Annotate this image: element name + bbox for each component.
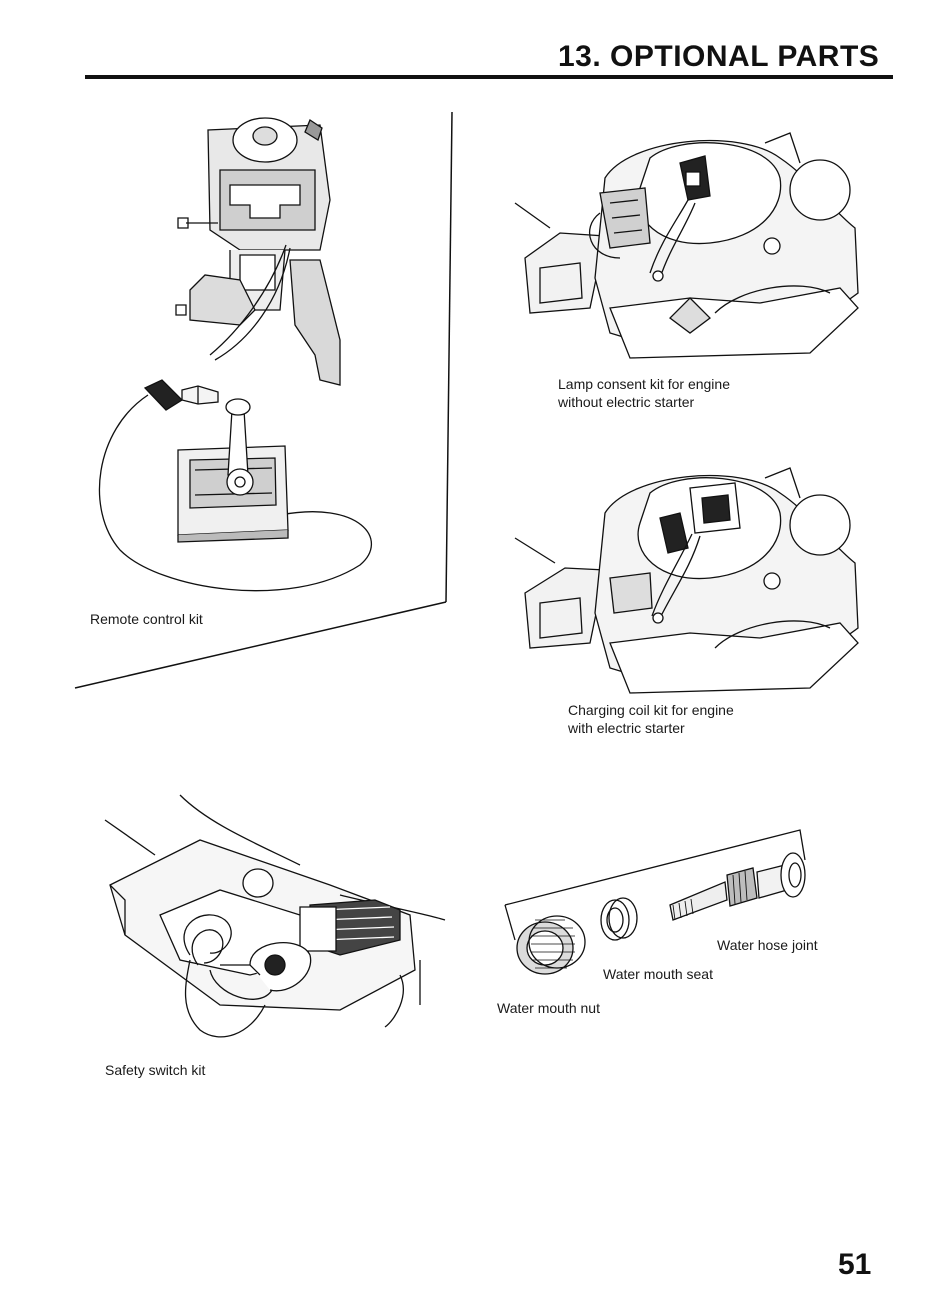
safety-switch-kit-illustration [100, 795, 455, 1050]
safety-switch-kit-caption: Safety switch kit [105, 1061, 205, 1079]
lamp-consent-kit-illustration [510, 118, 865, 368]
charging-coil-kit-caption-line1: Charging coil kit for engine [568, 701, 734, 719]
water-mouth-seat-label: Water mouth seat [603, 965, 713, 983]
charging-coil-kit-illustration [510, 458, 865, 698]
remote-control-kit-illustration [90, 110, 450, 605]
page-number: 51 [838, 1248, 871, 1282]
water-hose-joint-label: Water hose joint [717, 936, 818, 954]
lamp-consent-kit-caption-line1: Lamp consent kit for engine [558, 375, 730, 393]
lamp-consent-kit-caption-line2: without electric starter [558, 393, 694, 411]
remote-control-kit-caption: Remote control kit [90, 610, 203, 628]
water-mouth-nut-label: Water mouth nut [497, 999, 600, 1017]
charging-coil-kit-caption-line2: with electric starter [568, 719, 685, 737]
